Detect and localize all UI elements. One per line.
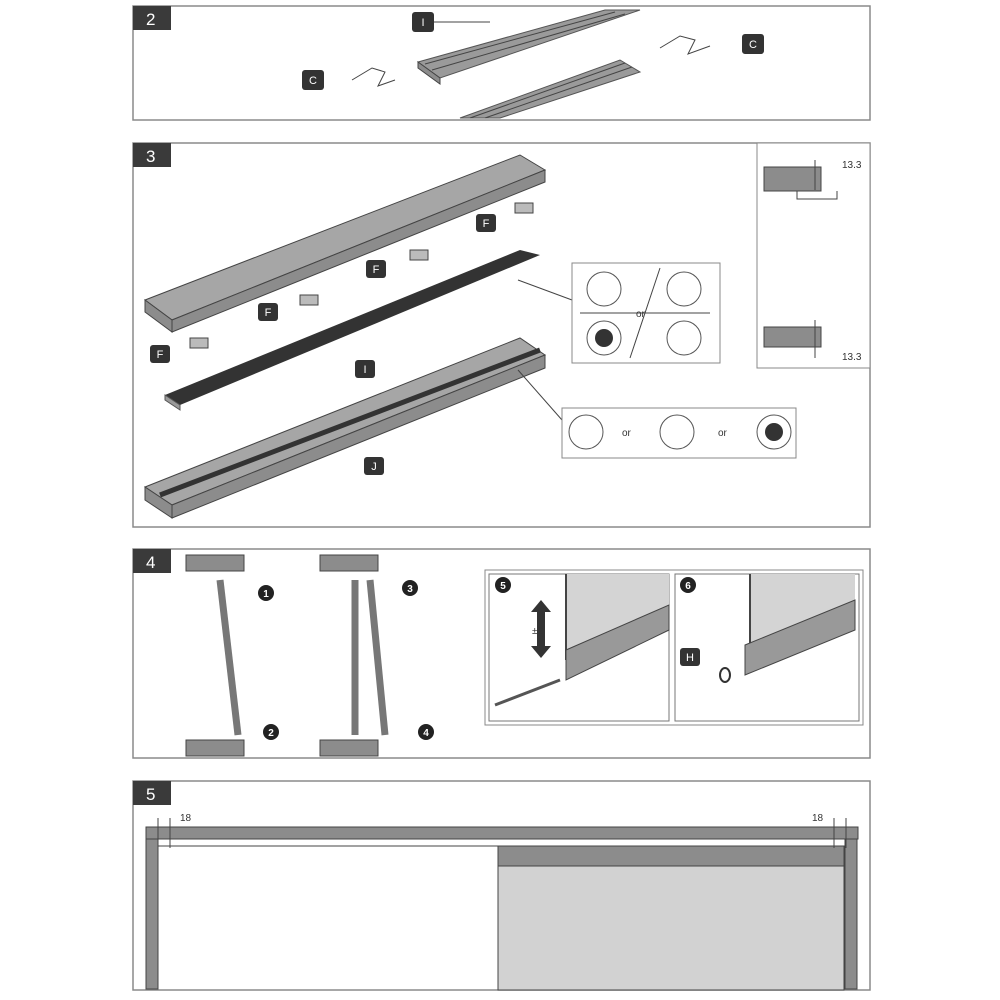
track-rail-top xyxy=(416,9,641,85)
label-H: H xyxy=(686,652,694,664)
bottom-board xyxy=(143,337,547,519)
fixing-options-top: or or xyxy=(517,262,721,364)
section-detail: 13.3 13.3 xyxy=(756,142,871,369)
label-F-2: F xyxy=(265,307,272,319)
svg-text:C: C xyxy=(749,39,757,51)
svg-text:13.3: 13.3 xyxy=(842,352,862,363)
step-4-panel: 4 1 2 3 4 5 ±2 6 H xyxy=(132,548,871,759)
svg-text:C: C xyxy=(309,75,317,87)
svg-text:4: 4 xyxy=(423,728,429,739)
label-F-4: F xyxy=(483,218,490,230)
label-I xyxy=(412,12,434,32)
label-I: I xyxy=(363,364,366,376)
top-board xyxy=(143,154,547,333)
svg-text:3: 3 xyxy=(146,147,155,166)
svg-text:6: 6 xyxy=(685,581,691,592)
svg-text:or: or xyxy=(718,428,728,439)
svg-text:or: or xyxy=(636,309,646,320)
svg-text:3: 3 xyxy=(407,584,413,595)
step-3-panel: 3 F F F F I J xyxy=(132,142,871,528)
svg-text:13.3: 13.3 xyxy=(842,160,862,171)
track-rail-bottom xyxy=(459,59,642,119)
dim-left: 18 xyxy=(180,813,192,824)
svg-text:5: 5 xyxy=(146,785,155,804)
label-C-right xyxy=(742,34,764,54)
fixing-options-bottom: or or xyxy=(517,369,797,459)
step-number-badge xyxy=(133,6,171,30)
step-5-panel: 5 18 18 xyxy=(132,780,871,991)
label-J: J xyxy=(371,461,377,473)
label-F-1: F xyxy=(157,349,164,361)
label-F-3: F xyxy=(373,264,380,276)
svg-text:1: 1 xyxy=(263,589,269,600)
inset-step-6: 6 H xyxy=(674,573,860,722)
svg-text:4: 4 xyxy=(146,553,155,572)
clip-left xyxy=(351,67,396,87)
step-number: 2 xyxy=(146,10,155,29)
inset-step-5: 5 ±2 xyxy=(488,573,670,722)
svg-text:or: or xyxy=(622,428,632,439)
label-C-left xyxy=(302,70,324,90)
step-2-panel: 2 I C C xyxy=(132,5,871,121)
top-rail-I xyxy=(164,250,540,411)
brackets xyxy=(189,202,534,349)
svg-text:5: 5 xyxy=(500,581,506,592)
adjustment-label: ±2 xyxy=(532,626,543,637)
svg-text:I: I xyxy=(421,17,424,29)
svg-text:2: 2 xyxy=(268,728,274,739)
clip-right xyxy=(659,35,711,55)
dim-right: 18 xyxy=(812,813,824,824)
